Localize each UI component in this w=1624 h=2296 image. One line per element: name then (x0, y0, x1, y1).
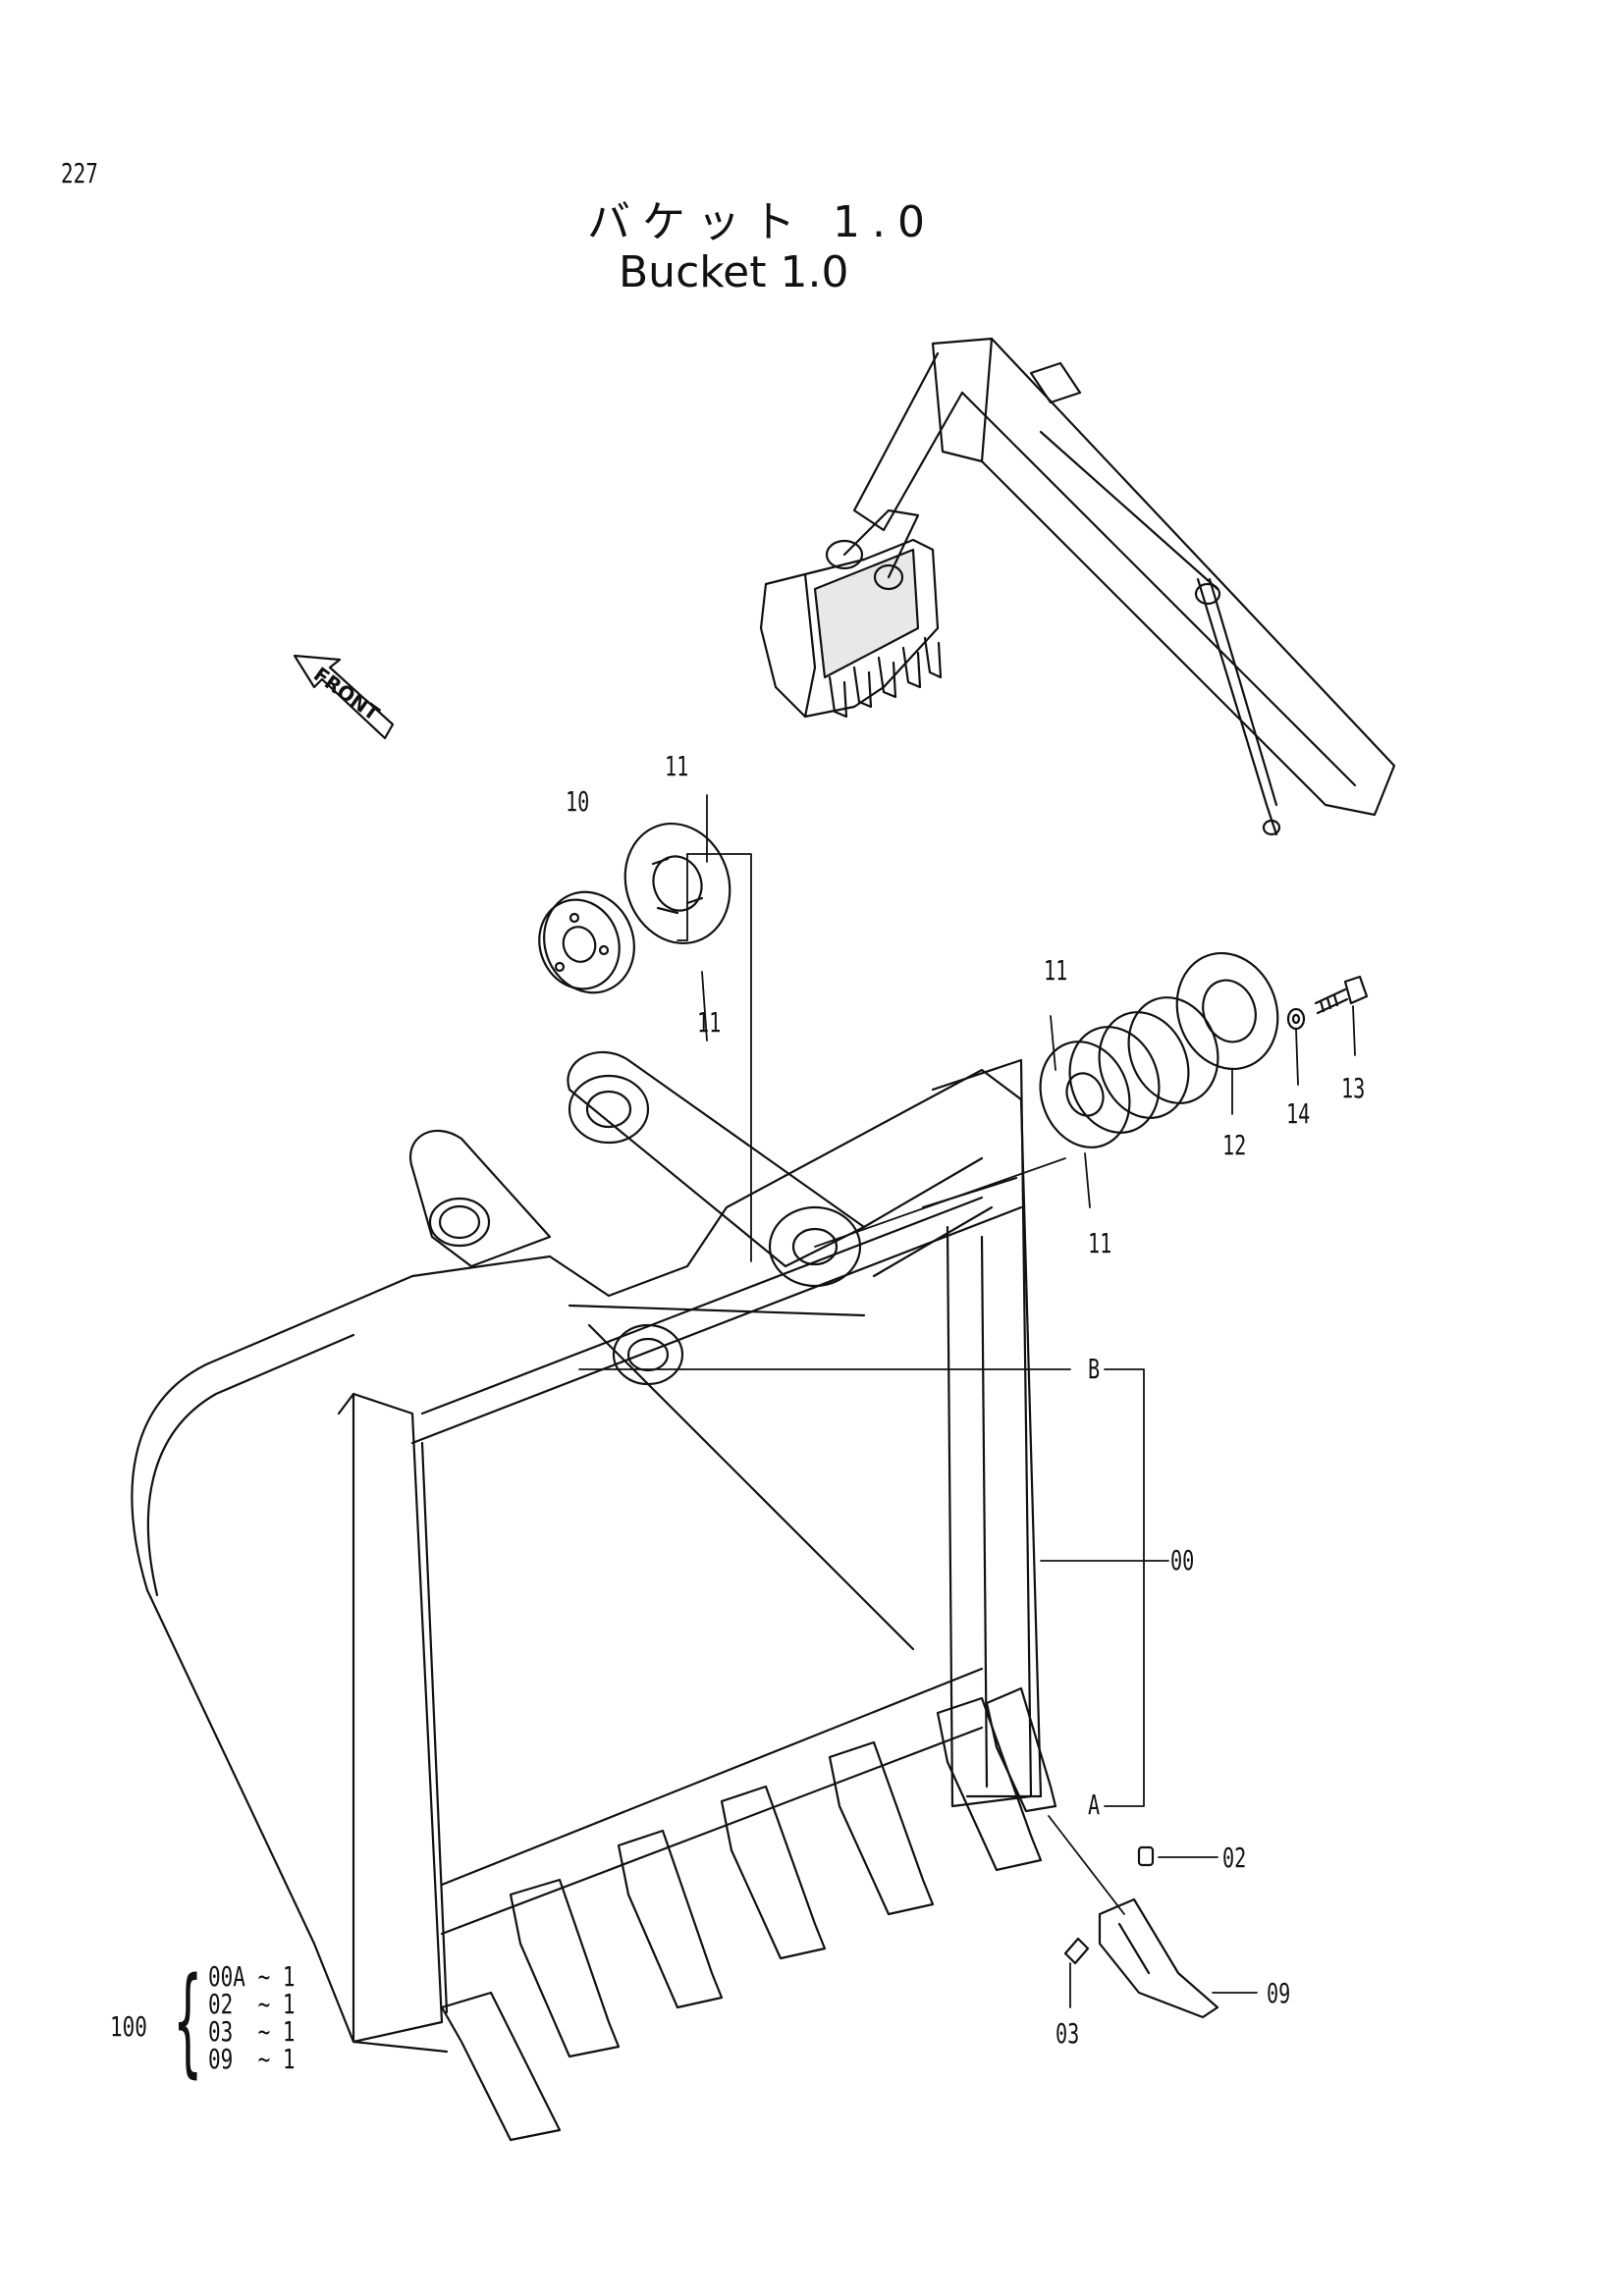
callout-11: 11 (665, 750, 689, 782)
bucket-teeth-row (440, 1686, 1057, 2142)
kit-lines: 00A ~ 1 02 ~ 1 03 ~ 1 09 ~ 1 (208, 1963, 296, 2073)
part-13-bolt (1314, 975, 1369, 1015)
callout-10: 10 (566, 785, 590, 818)
part-10-plate (538, 890, 635, 994)
small-bucket-teeth (828, 636, 943, 719)
callout-13: 13 (1341, 1072, 1366, 1104)
kit-line: 00A ~ 1 (208, 1960, 296, 1993)
callout-00: 00 (1170, 1544, 1195, 1576)
part-11-shim-left (623, 822, 731, 945)
title-japanese: バケット 1.0 (587, 197, 937, 247)
part-02-pin (1137, 1845, 1155, 1867)
callout-B: B (1088, 1353, 1101, 1385)
excavator-overview-illustration (759, 337, 1396, 836)
part-11-shims-right (1039, 996, 1219, 1148)
callout-11: 11 (1088, 1227, 1112, 1259)
callout-12: 12 (1222, 1129, 1247, 1161)
leader-lines (578, 794, 1356, 2008)
bucket-hinge-brackets (409, 1050, 994, 1386)
callout-03: 03 (1056, 2017, 1080, 2050)
page-number: 227 (61, 157, 98, 189)
title-english: Bucket 1.0 (619, 247, 849, 297)
callout-11: 11 (1044, 954, 1068, 987)
callout-A: A (1088, 1789, 1101, 1821)
part-09-tooth (1098, 1897, 1219, 2019)
callout-09: 09 (1267, 1977, 1291, 2009)
kit-reference-number: 100 (110, 2010, 147, 2043)
callout-02: 02 (1222, 1842, 1247, 1874)
kit-line: 09 ~ 1 (208, 2043, 296, 2075)
kit-line: 02 ~ 1 (208, 1988, 296, 2020)
part-14-washer (1286, 1007, 1306, 1031)
bucket-body (131, 1058, 1043, 2054)
callout-11: 11 (697, 1006, 722, 1039)
front-direction-arrow (293, 654, 395, 740)
callout-14: 14 (1286, 1097, 1311, 1130)
kit-brace: { (173, 1953, 203, 2090)
part-03-lock (1063, 1937, 1090, 1965)
front-direction-label: FRONT (309, 663, 384, 726)
kit-line: 03 ~ 1 (208, 2015, 296, 2048)
part-12-plate (1175, 951, 1279, 1071)
